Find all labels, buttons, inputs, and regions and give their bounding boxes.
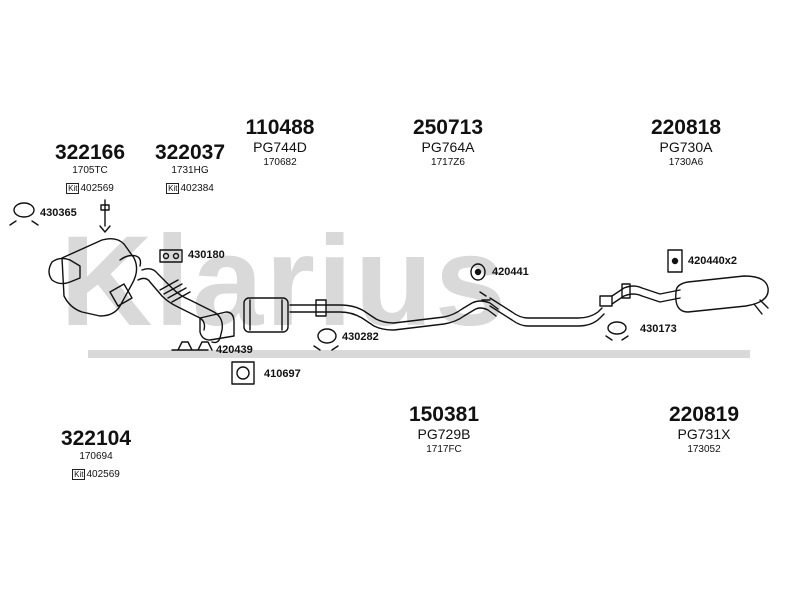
kit-icon: Kit <box>72 469 86 480</box>
part-ref: 1717Z6 <box>431 157 465 168</box>
part-ref: 1705TC <box>72 165 108 176</box>
accessory-430282[interactable]: 430282 <box>342 331 379 343</box>
part-code: PG744D <box>253 139 307 155</box>
part-number: 250713 <box>412 116 484 139</box>
part-code: PG730A <box>659 139 713 155</box>
catalyst-322166-part <box>48 237 142 317</box>
mount-420439-icon <box>171 341 213 351</box>
part-110488[interactable]: 110488 PG744D 170682 <box>230 117 330 170</box>
kit-number: 402569 <box>86 469 120 480</box>
part-ref: 173052 <box>687 444 721 455</box>
part-ref: 170682 <box>263 157 297 168</box>
part-ref: 170694 <box>79 451 113 462</box>
gasket-410697-icon <box>231 361 255 385</box>
sensor-bolt-icon <box>99 199 111 233</box>
part-number: 150381 <box>408 403 480 426</box>
part-number: 110488 <box>245 116 315 139</box>
part-250713[interactable]: 250713 PG764A 1717Z6 <box>398 117 498 170</box>
part-number: 220819 <box>668 403 740 426</box>
part-number: 322037 <box>154 141 226 164</box>
kit-number: 402384 <box>180 183 214 194</box>
converter-110488-part <box>243 297 289 333</box>
part-number: 322104 <box>60 427 132 450</box>
watermark-underline <box>88 350 750 358</box>
part-ref: 1730A6 <box>668 157 704 168</box>
flex-pipe-322037-part <box>137 267 235 344</box>
kit-icon: Kit <box>66 183 80 194</box>
kit-icon: Kit <box>166 183 180 194</box>
part-220818[interactable]: 220818 PG730A 1730A6 <box>636 117 736 170</box>
part-number: 220818 <box>650 116 722 139</box>
accessory-410697[interactable]: 410697 <box>264 368 301 380</box>
silencer-220818-part <box>611 275 769 315</box>
klarius-watermark: Klarius <box>60 210 508 353</box>
clamp-430282-icon <box>313 328 339 351</box>
part-ref: 1731HG <box>171 165 209 176</box>
clamp-430173-icon <box>605 321 629 341</box>
part-ref: 1717FC <box>426 444 462 455</box>
pipe-150381-part <box>489 295 613 327</box>
part-code: PG729B <box>417 426 471 442</box>
accessory-420439[interactable]: 420439 <box>216 344 253 356</box>
part-code: PG764A <box>421 139 475 155</box>
part-code: PG731X <box>677 426 731 442</box>
accessory-430173[interactable]: 430173 <box>640 323 677 335</box>
hanger-420440-icon <box>667 249 683 273</box>
kit-number: 402569 <box>80 183 114 194</box>
part-number: 322166 <box>54 141 126 164</box>
clamp-430365-icon <box>9 202 39 226</box>
accessory-430365[interactable]: 430365 <box>40 207 77 219</box>
hanger-420441-icon <box>470 263 486 281</box>
gasket-430180-icon <box>159 249 183 263</box>
part-220819[interactable]: 220819 PG731X 173052 <box>654 404 754 457</box>
accessory-430180[interactable]: 430180 <box>188 249 225 261</box>
pipe-250713-part <box>289 291 499 331</box>
accessory-420441[interactable]: 420441 <box>492 266 529 278</box>
accessory-420440x2[interactable]: 420440x2 <box>688 255 737 267</box>
part-150381[interactable]: 150381 PG729B 1717FC <box>394 404 494 457</box>
